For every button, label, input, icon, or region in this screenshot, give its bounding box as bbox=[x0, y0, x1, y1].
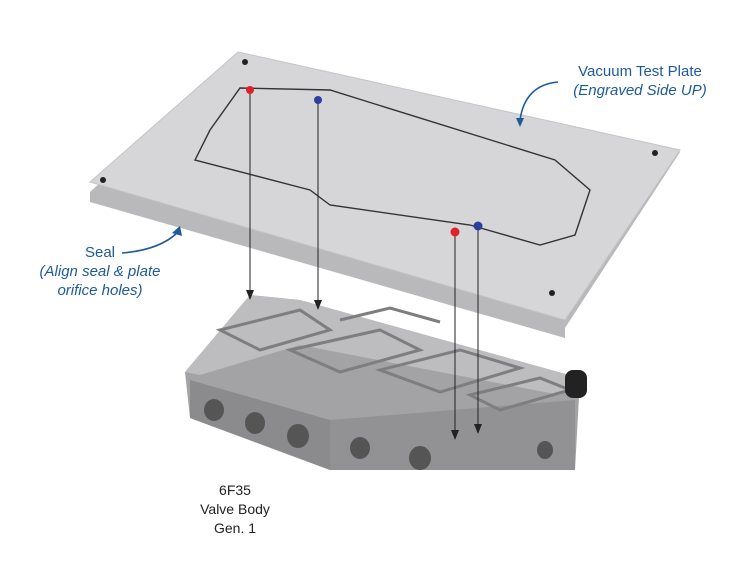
blue-orifice-dot bbox=[473, 221, 483, 231]
seal-callout-arrow bbox=[121, 231, 179, 254]
blue-orifice-dot bbox=[314, 96, 322, 104]
seal-outline bbox=[193, 87, 591, 246]
plate-note: (Engraved Side UP) bbox=[573, 82, 707, 99]
seal-note-2: orifice holes) bbox=[57, 282, 143, 299]
caption-model: 6F35 bbox=[219, 482, 251, 498]
caption-part: Valve Body bbox=[200, 501, 270, 517]
valve-body bbox=[185, 295, 587, 470]
seal-label: Seal (Align seal & plate orifice holes) bbox=[25, 243, 175, 300]
plate-label: Vacuum Test Plate (Engraved Side UP) bbox=[560, 62, 720, 100]
red-orifice-dot bbox=[246, 86, 254, 94]
caption-generation: Gen. 1 bbox=[213, 520, 257, 536]
seal-title: Seal bbox=[84, 244, 116, 261]
plate-title: Vacuum Test Plate bbox=[578, 63, 702, 80]
red-orifice-dot bbox=[450, 227, 460, 237]
vacuum-test-plate bbox=[88, 51, 681, 338]
plate-callout-arrow bbox=[519, 81, 559, 121]
seal-note-1: (Align seal & plate bbox=[39, 263, 161, 280]
valve-body-caption: 6F35 Valve Body Gen. 1 bbox=[185, 481, 285, 538]
alignment-lines bbox=[249, 90, 479, 438]
